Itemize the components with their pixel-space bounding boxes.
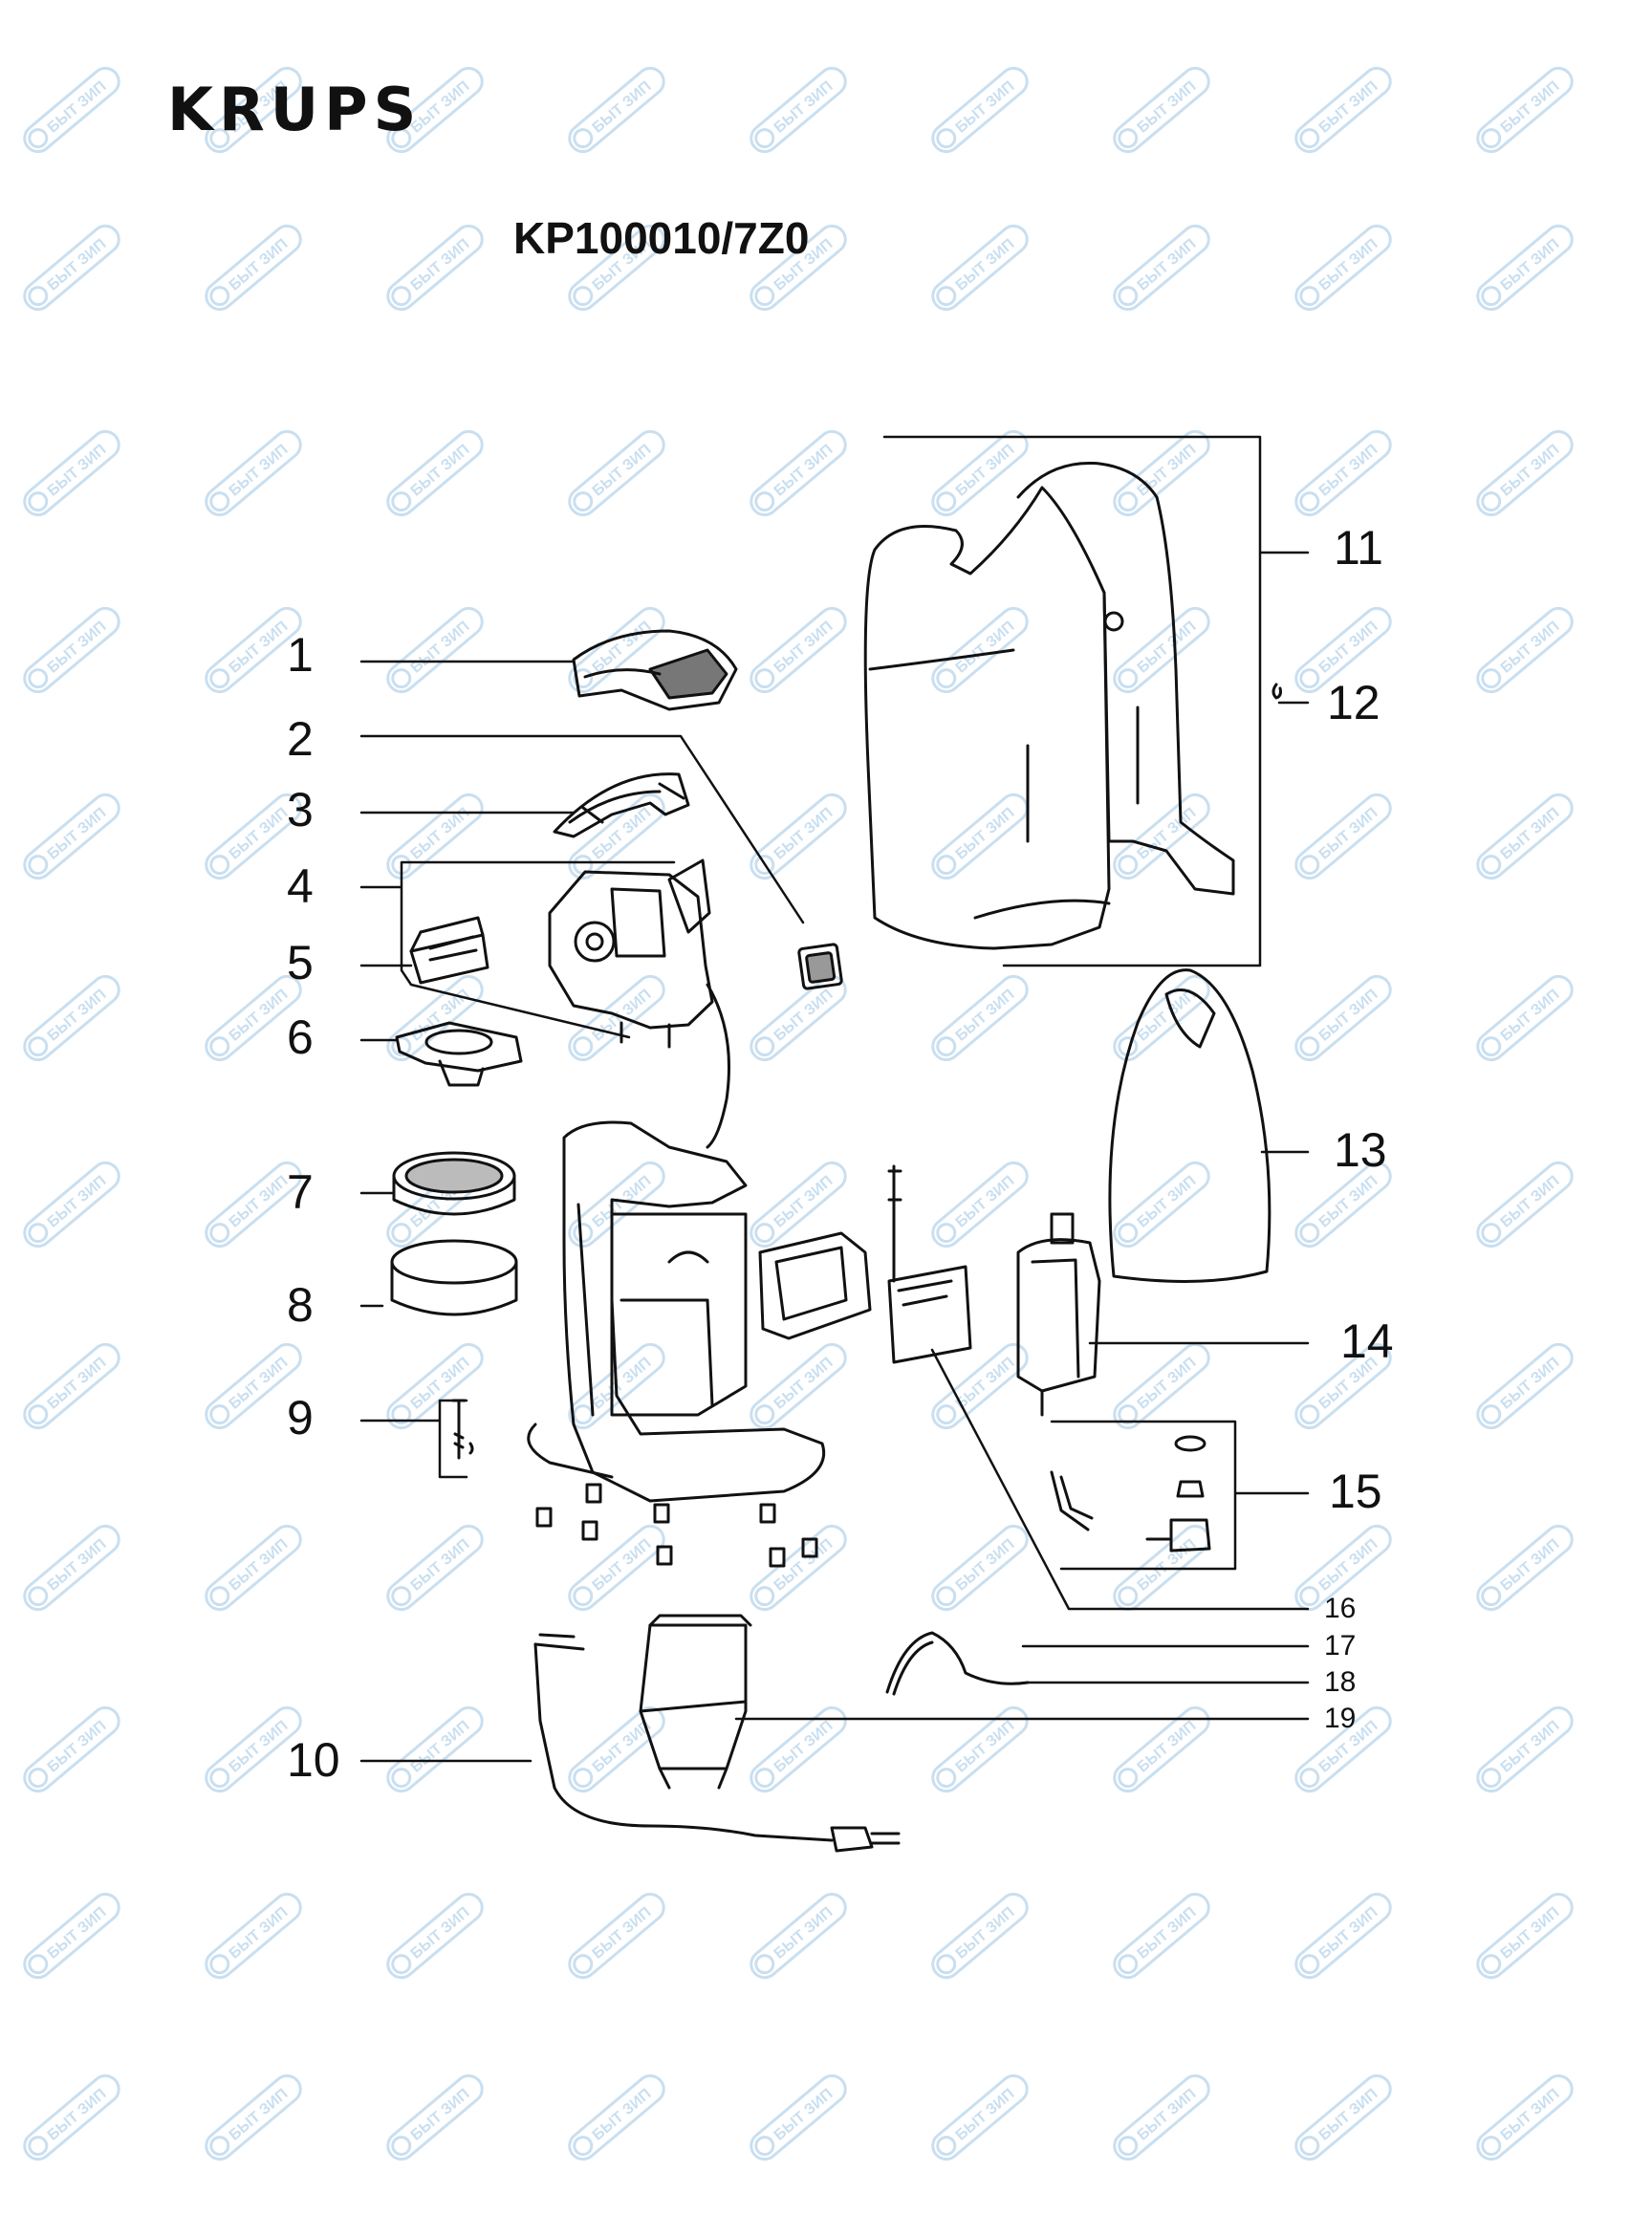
callout-11: 11 (1334, 521, 1383, 575)
callout-12: 12 (1327, 676, 1380, 729)
part-electronic-board (887, 1164, 972, 1364)
part-drip-tray (390, 1239, 518, 1316)
part-heating-block (639, 1614, 752, 1790)
callout-10: 10 (287, 1733, 340, 1787)
callout-7: 7 (287, 1165, 314, 1219)
part-feet (535, 1483, 818, 1568)
callout-18: 18 (1324, 1666, 1357, 1698)
part-valve-kit (1050, 1435, 1211, 1553)
leader-lines (359, 435, 1310, 1763)
callout-16: 16 (1324, 1593, 1357, 1624)
callout-6: 6 (287, 1010, 314, 1064)
callout-9: 9 (287, 1391, 314, 1444)
model-number: KP100010/7Z0 (513, 213, 810, 263)
part-tubing (885, 1631, 1030, 1696)
callout-14: 14 (1340, 1314, 1394, 1368)
callout-8: 8 (287, 1278, 314, 1332)
part-brewing-unit (548, 858, 730, 1149)
callout-5: 5 (287, 936, 314, 989)
callout-13: 13 (1334, 1123, 1387, 1177)
callout-19: 19 (1324, 1703, 1357, 1734)
callout-17: 17 (1324, 1630, 1357, 1661)
part-spring (1272, 683, 1282, 700)
part-screw (451, 1399, 474, 1460)
part-drip-frame (395, 1021, 523, 1087)
part-pump (1016, 1212, 1101, 1417)
part-top-cover (572, 629, 738, 711)
callout-15: 15 (1329, 1465, 1382, 1518)
part-inner-cover (553, 772, 690, 838)
callout-1: 1 (287, 628, 314, 682)
part-drip-grid (392, 1151, 516, 1216)
part-water-tank (1108, 968, 1272, 1283)
brand-logo: KRUPS (167, 75, 423, 144)
part-capsule-holder (409, 916, 489, 985)
part-housing (863, 461, 1235, 950)
part-main-body (527, 1120, 825, 1568)
callout-4: 4 (287, 859, 314, 913)
part-display-panel (797, 943, 843, 990)
callout-3: 3 (287, 783, 314, 836)
callout-2: 2 (287, 712, 314, 766)
part-bracket (758, 1231, 872, 1340)
part-power-cord (533, 1633, 901, 1853)
